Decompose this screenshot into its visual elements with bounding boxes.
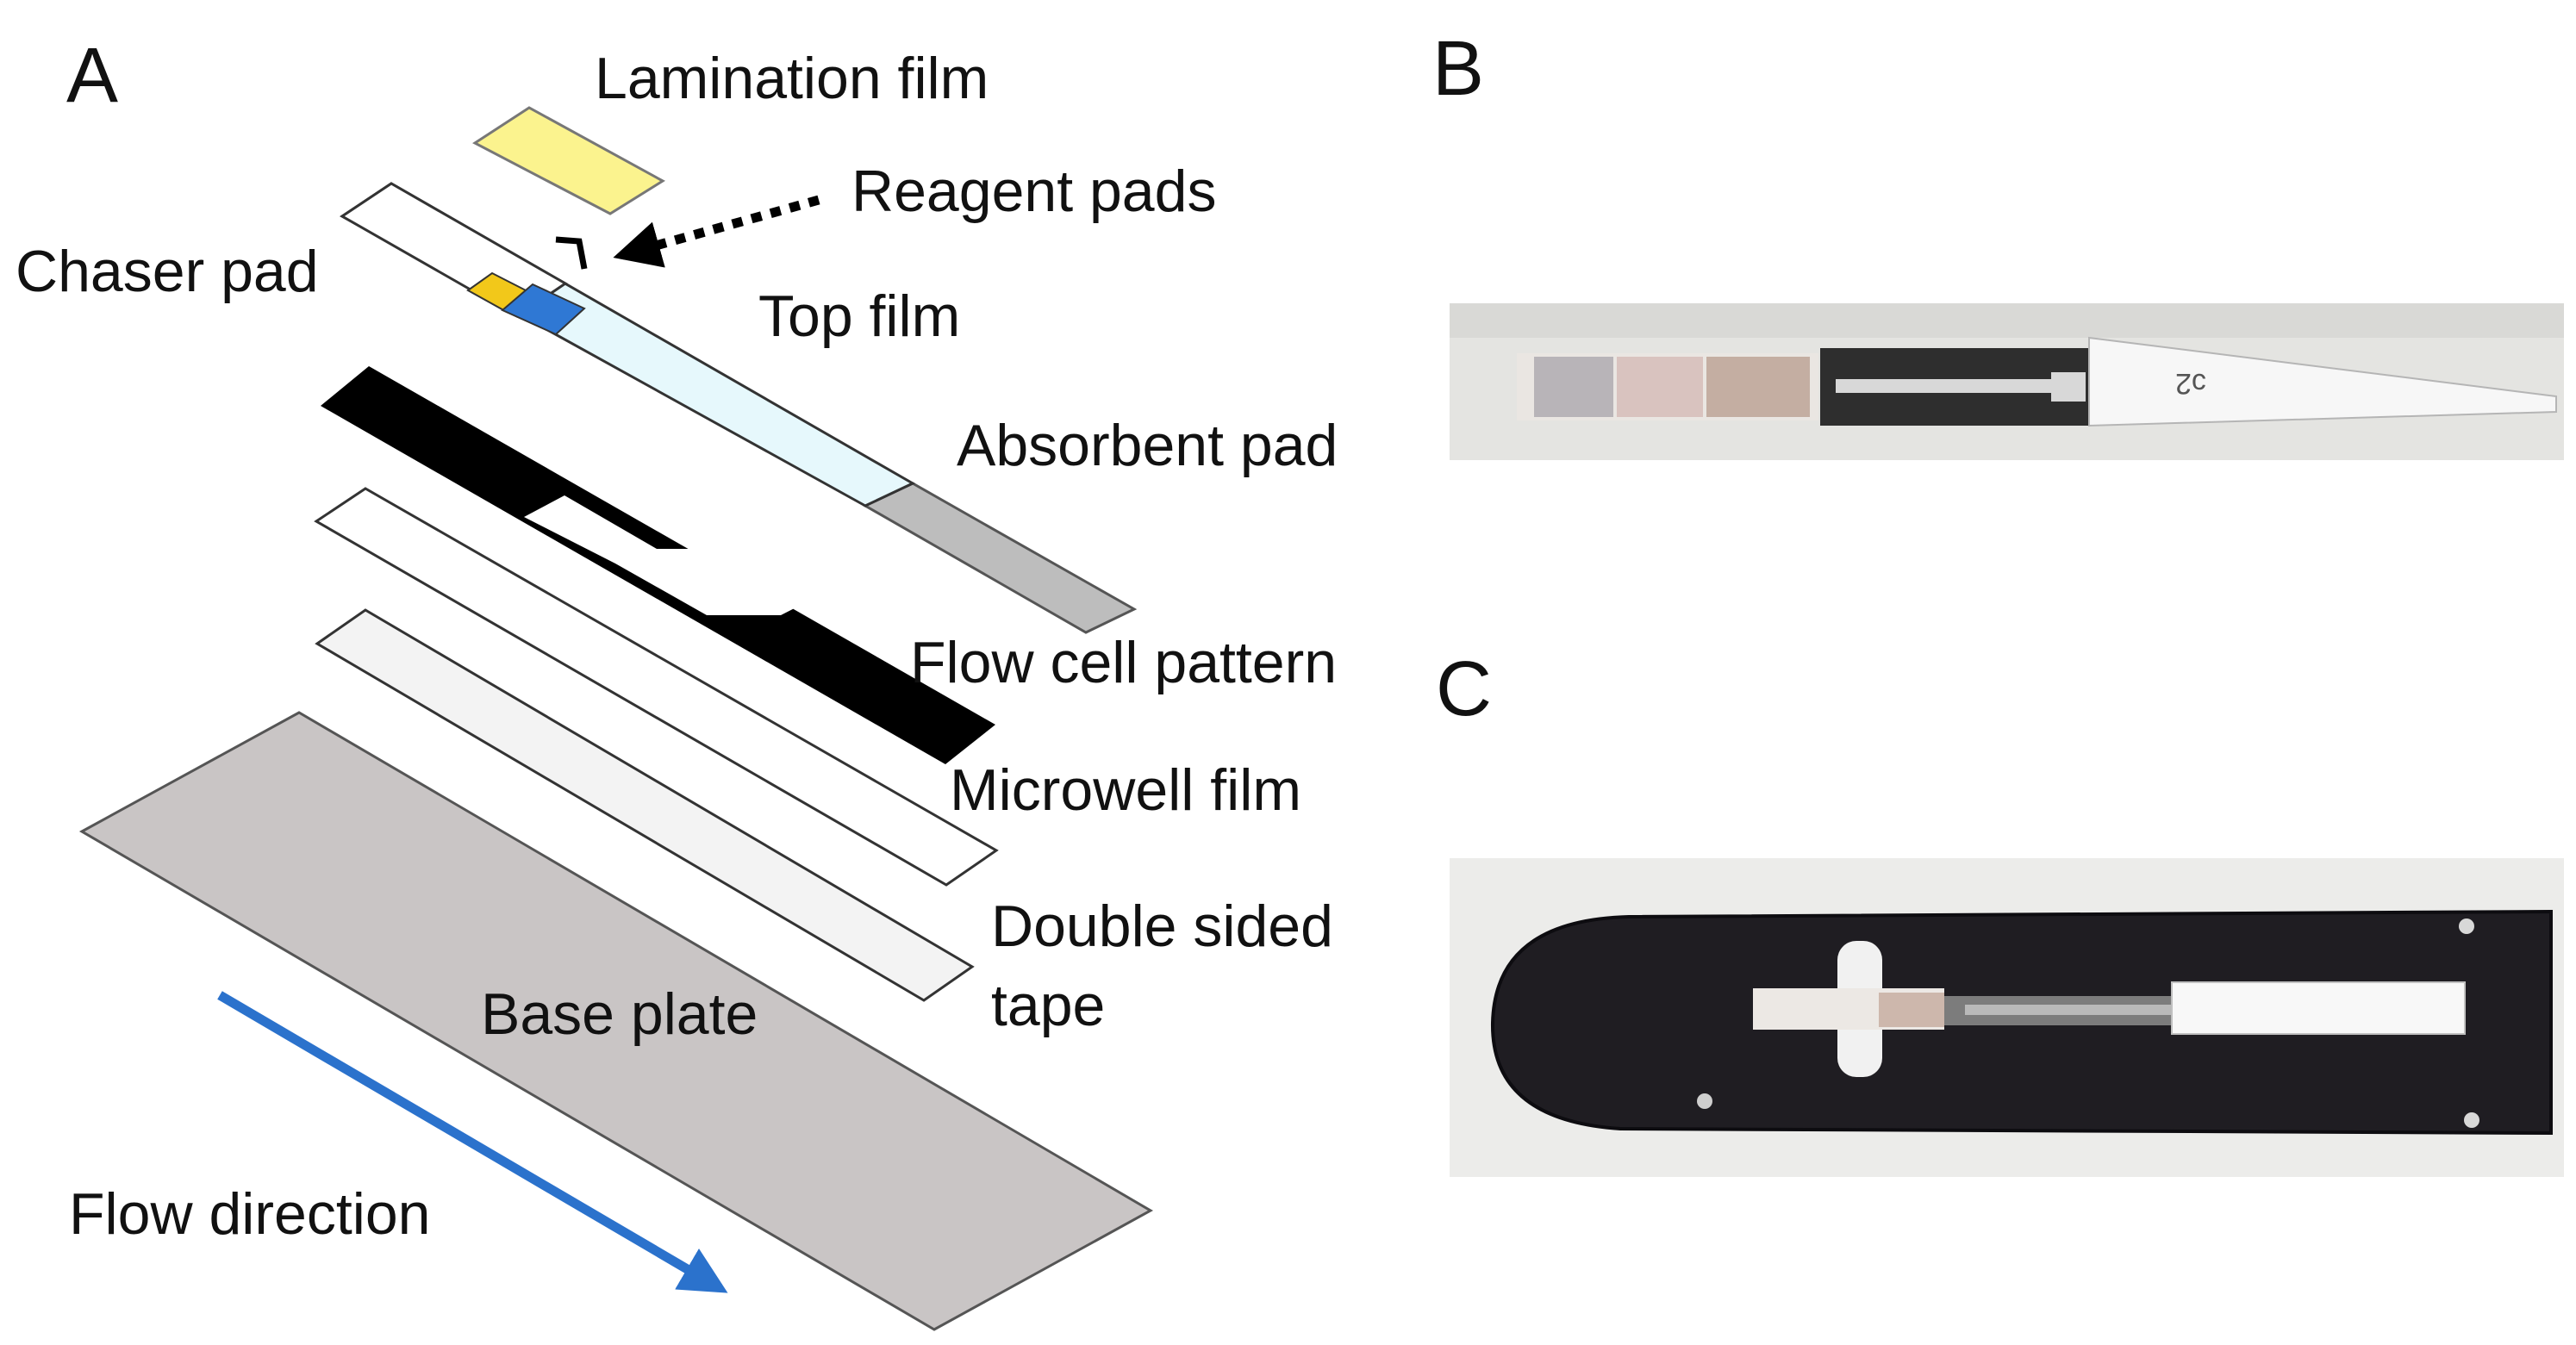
double-sided-tape: [315, 608, 975, 1002]
top-film-label: Top film: [758, 283, 960, 349]
flow-direction-label: Flow direction: [69, 1181, 431, 1247]
reagent-pads-label: Reagent pads: [851, 159, 1216, 224]
svg-text:ɔ2: ɔ2: [2175, 367, 2206, 400]
absorbent-pad: [862, 482, 1138, 634]
absorbent-pad-label: Absorbent pad: [957, 413, 1338, 478]
panel-b-label: B: [1432, 26, 1484, 112]
microwell-film: [314, 487, 999, 887]
panel-a-label: A: [66, 33, 118, 119]
chaser-pad-label: Chaser pad: [16, 239, 319, 304]
lamination-film: [472, 106, 665, 215]
panel-b-photo: ɔ2: [1450, 303, 2564, 460]
reagent-pads-pointer-arrow: [613, 195, 820, 268]
base-plate: [78, 711, 1154, 1331]
flow-cell-pattern-label: Flow cell pattern: [910, 630, 1337, 695]
lamination-film-label: Lamination film: [595, 46, 989, 111]
flow-cell-channel: [524, 495, 823, 615]
reagent-pad-blue: [501, 283, 586, 336]
reagent-pads-bracket: [555, 236, 588, 270]
base-plate-label: Base plate: [481, 981, 758, 1047]
panel-c-photo: [1450, 858, 2564, 1177]
flow-direction-arrow: [217, 991, 728, 1293]
panel-a-diagram: [78, 106, 1154, 1331]
double-sided-tape-label-line1: Double sided: [991, 894, 1333, 959]
panel-c-label: C: [1436, 646, 1492, 732]
microwell-film-label: Microwell film: [950, 757, 1301, 823]
double-sided-tape-label-line2: tape: [991, 973, 1105, 1038]
